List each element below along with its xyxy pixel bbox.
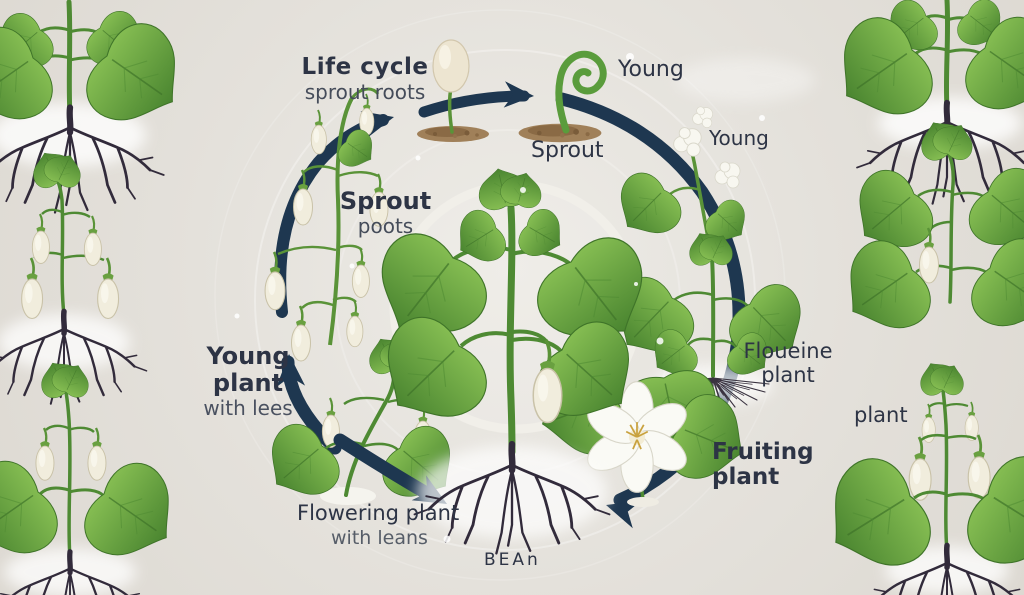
outer-plant-left-middle-illustration bbox=[0, 144, 146, 403]
label-young-plant-line3: with lees bbox=[203, 395, 293, 420]
label-fruiting-plant-line1: Fruiting bbox=[712, 439, 814, 465]
curled-sprout-illustration bbox=[518, 50, 607, 143]
label-sprout-roots-line1: Sprout bbox=[339, 187, 432, 215]
outer-plant-right-bottom-illustration bbox=[805, 356, 1024, 595]
label-young-right: Young bbox=[709, 126, 769, 150]
label-young-plant-line2: plant bbox=[212, 368, 284, 397]
label-young-plant-line1: Young bbox=[206, 342, 290, 370]
outer-plant-left-top-illustration bbox=[0, 0, 203, 213]
sprouting-seed-illustration bbox=[417, 39, 489, 142]
label-flowering-plant-line2: with leans bbox=[331, 527, 428, 549]
label-sprout-roots-line2: poots bbox=[357, 213, 414, 238]
label-fruiting-plant: Fruiting plant bbox=[712, 439, 814, 491]
outer-plant-left-bottom-illustration bbox=[0, 354, 196, 595]
outer-plant-right-top-illustration bbox=[816, 0, 1024, 204]
label-bean: BEAn bbox=[484, 550, 541, 570]
label-flowering-right-line1: Floueine bbox=[743, 339, 833, 363]
background-specks bbox=[234, 53, 765, 543]
arrow-top bbox=[418, 81, 535, 118]
label-flowering-right-line2: plant bbox=[761, 362, 815, 387]
label-life-cycle-line2: sprout roots bbox=[304, 79, 426, 104]
white-flower-illustration bbox=[525, 350, 759, 507]
label-sprout-top: Sprout bbox=[531, 138, 604, 163]
label-sprout-roots: Sprout poots bbox=[313, 187, 458, 238]
label-plant-right: plant bbox=[854, 403, 908, 427]
label-flowering-right: Floueine plant bbox=[730, 339, 846, 387]
center-bean-plant-illustration bbox=[354, 163, 670, 554]
label-flowering-plant-line1: Flowering plant bbox=[297, 501, 460, 525]
label-young-top: Young bbox=[618, 57, 684, 82]
label-life-cycle-line1: Life cycle bbox=[301, 54, 429, 80]
label-young-plant: Young plant with lees bbox=[178, 342, 318, 420]
pod-plant-upper-left-illustration bbox=[263, 87, 390, 363]
label-fruiting-plant-line2: plant bbox=[712, 464, 780, 491]
outer-plant-right-middle-illustration bbox=[825, 113, 1024, 351]
young-plant-flowering-illustration bbox=[603, 106, 757, 252]
label-life-cycle: Life cycle sprout roots bbox=[250, 54, 480, 104]
